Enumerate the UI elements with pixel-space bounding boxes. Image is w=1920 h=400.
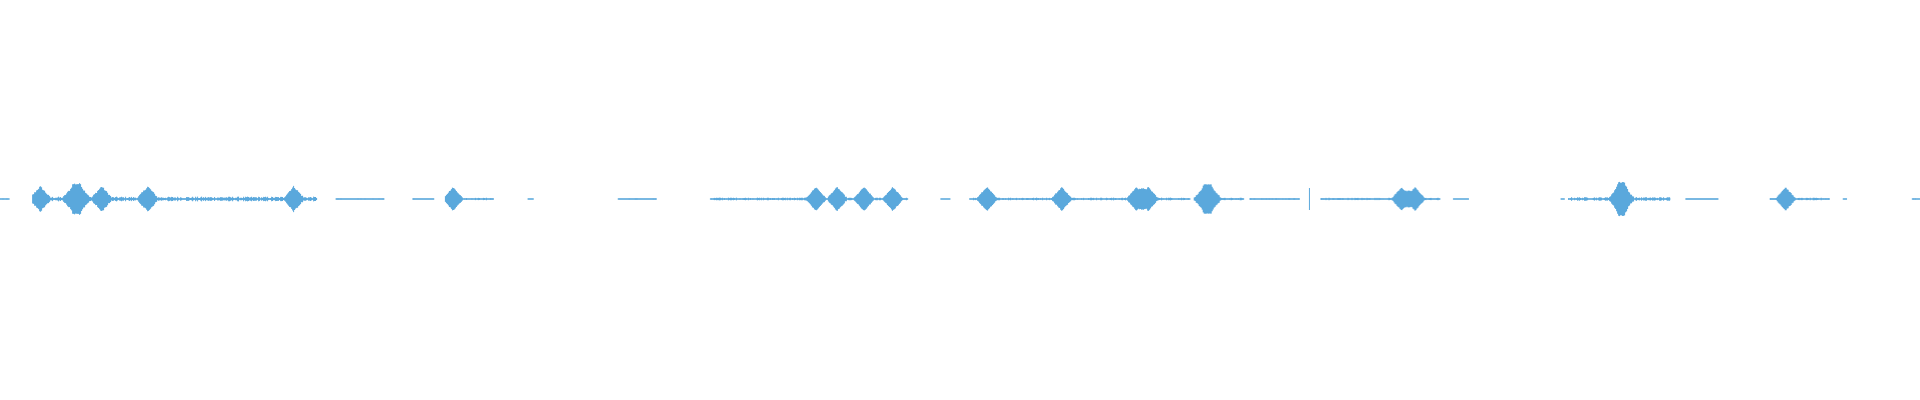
waveform-segment — [617, 198, 657, 200]
waveform-segment — [0, 198, 10, 200]
waveform-segment — [444, 187, 494, 211]
waveform-segment — [709, 187, 909, 211]
waveform-segment — [527, 198, 534, 200]
waveform-segment — [1568, 181, 1671, 217]
waveform-segment — [1452, 198, 1469, 200]
waveform-segment — [1249, 188, 1310, 210]
waveform-segment — [1560, 198, 1565, 200]
waveform-segment — [1320, 187, 1441, 211]
waveform-segment — [1193, 184, 1245, 214]
waveform-segment — [1685, 198, 1719, 200]
waveform-segment — [412, 198, 435, 200]
waveform-segment — [1769, 187, 1830, 211]
waveform-segment — [969, 187, 1191, 211]
waveform-segment — [335, 198, 385, 200]
waveform-segment — [1842, 198, 1848, 200]
waveform-segment — [1911, 198, 1920, 200]
waveform-segment — [940, 198, 951, 200]
waveform-segment — [32, 183, 318, 215]
